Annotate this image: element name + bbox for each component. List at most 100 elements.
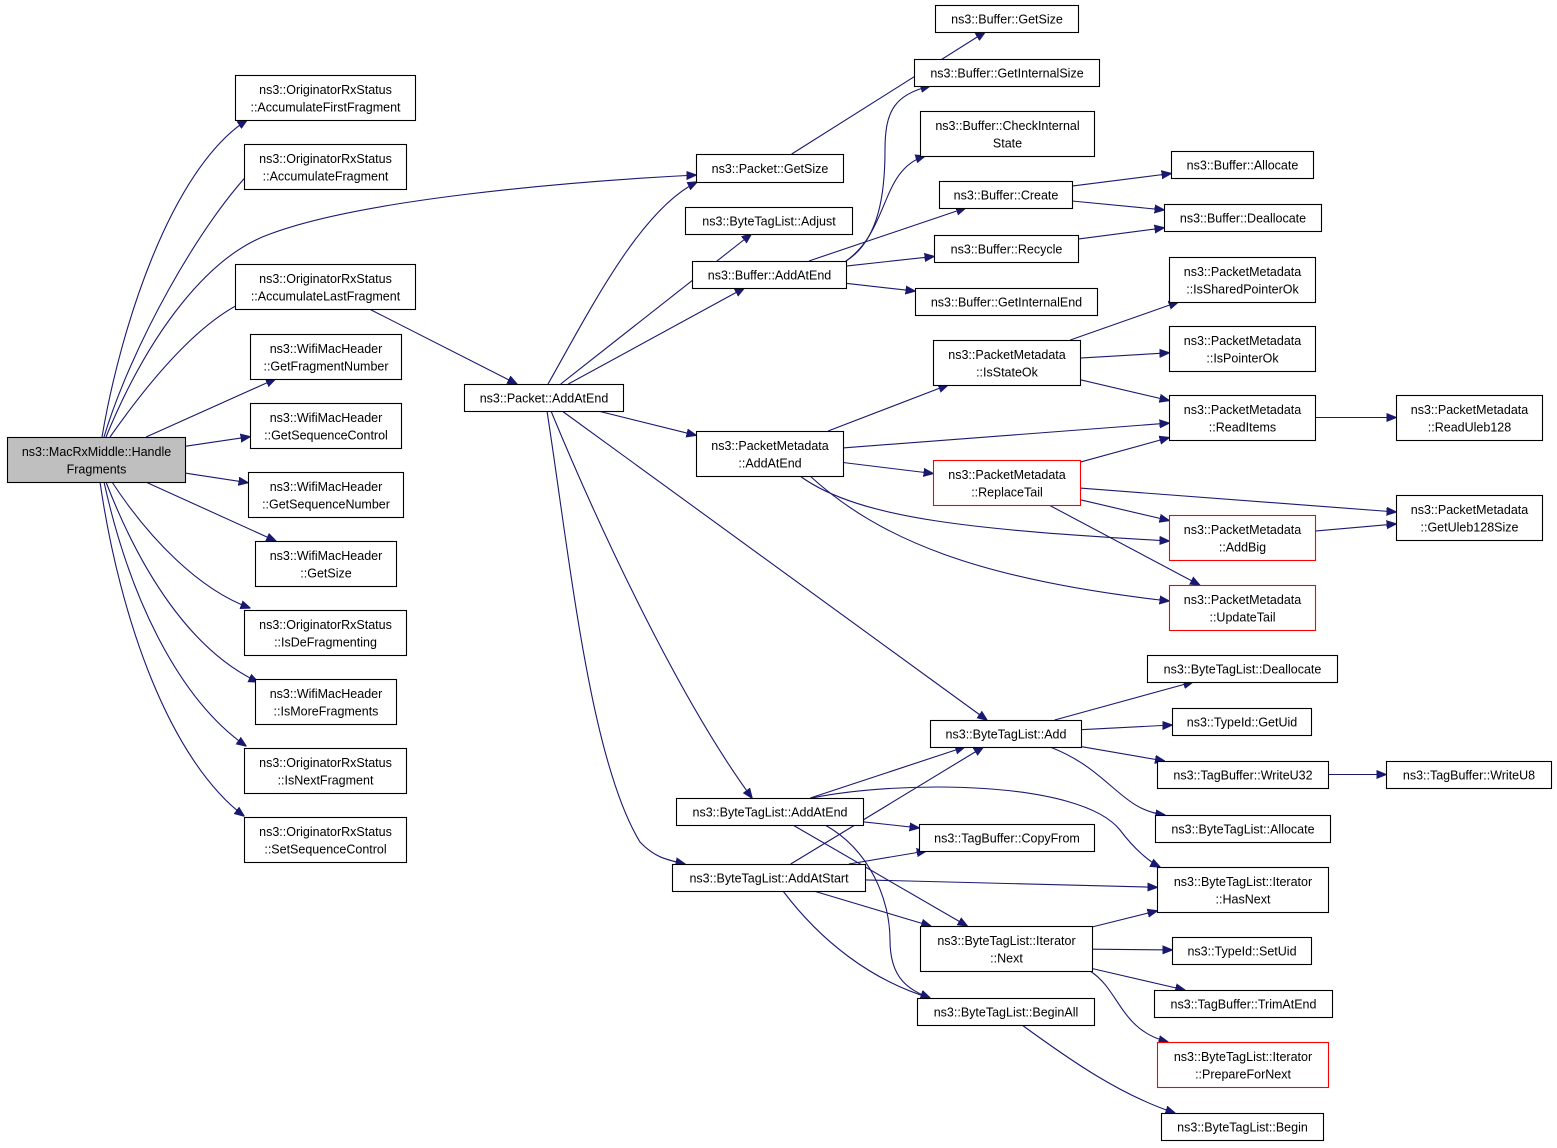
- node-label-line: State: [993, 136, 1022, 150]
- node-tb-write-u8[interactable]: ns3::TagBuffer::WriteU8: [1385, 760, 1553, 790]
- node-buf-allocate[interactable]: ns3::Buffer::Allocate: [1170, 150, 1315, 180]
- node-btl-add[interactable]: ns3::ByteTagList::Add: [929, 719, 1083, 749]
- edge-pm-is-state-ok-to-pm-is-shared: [1070, 302, 1178, 341]
- node-wmh-get-size[interactable]: ns3::WifiMacHeader::GetSize: [254, 540, 398, 588]
- node-box: [1171, 936, 1313, 966]
- node-pm-is-pointer[interactable]: ns3::PacketMetadata::IsPointerOk: [1168, 325, 1317, 373]
- edge-btl-iter-next-to-btl-iter-prep: [1089, 970, 1168, 1042]
- node-is-defrag[interactable]: ns3::OriginatorRxStatus::IsDeFragmenting: [243, 609, 408, 657]
- edge-pm-is-state-ok-to-pm-read-items: [1079, 379, 1169, 401]
- node-box: [463, 383, 625, 413]
- node-label-line: ns3::ByteTagList::Allocate: [1171, 823, 1314, 837]
- node-pm-get-uleb-size[interactable]: ns3::PacketMetadata::GetUleb128Size: [1395, 494, 1544, 542]
- node-buf-get-int-end[interactable]: ns3::Buffer::GetInternalEnd: [914, 287, 1099, 317]
- node-tid-set-uid[interactable]: ns3::TypeId::SetUid: [1171, 936, 1313, 966]
- node-pm-add-big[interactable]: ns3::PacketMetadata::AddBig: [1168, 514, 1317, 562]
- node-box: [6, 436, 187, 484]
- node-btl-iter-next[interactable]: ns3::ByteTagList::Iterator::Next: [919, 925, 1094, 973]
- node-label-line: ns3::WifiMacHeader: [270, 411, 383, 425]
- node-box: [918, 823, 1096, 853]
- node-label-line: ns3::PacketMetadata: [711, 439, 828, 453]
- node-label-line: ::IsDeFragmenting: [274, 635, 377, 649]
- node-is-more-frag[interactable]: ns3::WifiMacHeader::IsMoreFragments: [254, 678, 398, 726]
- node-btl-begin-all[interactable]: ns3::ByteTagList::BeginAll: [916, 997, 1096, 1027]
- node-box: [243, 143, 408, 191]
- edge-pm-replace-tail-to-pm-read-items: [1079, 438, 1169, 463]
- node-box: [691, 260, 848, 290]
- node-buf-dealloc[interactable]: ns3::Buffer::Deallocate: [1163, 203, 1323, 233]
- node-box: [1395, 494, 1544, 542]
- node-box: [1168, 514, 1317, 562]
- node-get-seq-ctrl[interactable]: ns3::WifiMacHeader::GetSequenceControl: [249, 402, 403, 450]
- node-label-line: ::AccumulateFirstFragment: [250, 100, 401, 114]
- node-tb-trim-at-end[interactable]: ns3::TagBuffer::TrimAtEnd: [1153, 989, 1334, 1019]
- node-set-seq-ctrl[interactable]: ns3::OriginatorRxStatus::SetSequenceCont…: [243, 816, 408, 864]
- node-pm-replace-tail[interactable]: ns3::PacketMetadata::ReplaceTail: [932, 459, 1082, 507]
- node-pm-read-uleb[interactable]: ns3::PacketMetadata::ReadUleb128: [1395, 394, 1544, 442]
- node-buf-get-size[interactable]: ns3::Buffer::GetSize: [934, 4, 1080, 34]
- node-acc-first[interactable]: ns3::OriginatorRxStatus::AccumulateFirst…: [234, 74, 417, 122]
- node-box: [1146, 654, 1339, 684]
- node-btl-add-at-end[interactable]: ns3::ByteTagList::AddAtEnd: [675, 797, 865, 827]
- node-btl-iter-has-next[interactable]: ns3::ByteTagList::Iterator::HasNext: [1156, 866, 1330, 914]
- node-btl-begin[interactable]: ns3::ByteTagList::Begin: [1160, 1112, 1325, 1142]
- edge-pkt-add-at-end-to-btl-add-at-end: [550, 410, 752, 798]
- node-box: [243, 816, 408, 864]
- node-label-line: ::GetSequenceNumber: [262, 497, 390, 511]
- edge-btl-add-at-end-to-btl-iter-has-next: [811, 786, 1160, 867]
- edge-root-to-pkt-get-size: [105, 175, 696, 438]
- node-box: [932, 339, 1082, 387]
- node-label-line: ns3::WifiMacHeader: [270, 549, 383, 563]
- edge-pm-add-at-end-to-pm-read-items: [842, 423, 1169, 449]
- node-pm-is-shared[interactable]: ns3::PacketMetadata::IsSharedPointerOk: [1168, 256, 1317, 304]
- node-acc-frag[interactable]: ns3::OriginatorRxStatus::AccumulateFragm…: [243, 143, 408, 191]
- node-box: [243, 747, 408, 795]
- node-btl-allocate[interactable]: ns3::ByteTagList::Allocate: [1154, 814, 1332, 844]
- node-pkt-add-at-end[interactable]: ns3::Packet::AddAtEnd: [463, 383, 625, 413]
- node-box: [675, 797, 865, 827]
- node-label-line: ns3::OriginatorRxStatus: [259, 83, 392, 97]
- node-label-line: ns3::OriginatorRxStatus: [259, 152, 392, 166]
- node-pm-add-at-end[interactable]: ns3::PacketMetadata::AddAtEnd: [695, 430, 845, 478]
- edge-root-to-is-more-frag: [105, 481, 258, 682]
- node-get-seq-num[interactable]: ns3::WifiMacHeader::GetSequenceNumber: [247, 471, 405, 519]
- node-label-line: ns3::ByteTagList::Add: [946, 728, 1067, 742]
- node-buf-create[interactable]: ns3::Buffer::Create: [938, 180, 1074, 210]
- edge-root-to-get-seq-ctrl: [184, 437, 250, 447]
- node-label-line: ns3::ByteTagList::Iterator: [937, 934, 1075, 948]
- node-btl-add-at-start[interactable]: ns3::ByteTagList::AddAtStart: [671, 863, 867, 893]
- node-btl-adjust[interactable]: ns3::ByteTagList::Adjust: [684, 206, 854, 236]
- node-label-line: ns3::Buffer::Deallocate: [1180, 212, 1306, 226]
- node-tb-write-u32[interactable]: ns3::TagBuffer::WriteU32: [1156, 760, 1330, 790]
- node-label-line: ns3::PacketMetadata: [1184, 523, 1301, 537]
- node-tid-get-uid[interactable]: ns3::TypeId::GetUid: [1171, 707, 1313, 737]
- node-buf-add-at-end[interactable]: ns3::Buffer::AddAtEnd: [691, 260, 848, 290]
- edge-pm-add-at-end-to-pm-replace-tail: [842, 461, 933, 474]
- node-pkt-get-size[interactable]: ns3::Packet::GetSize: [695, 153, 845, 184]
- node-buf-get-int-size[interactable]: ns3::Buffer::GetInternalSize: [913, 58, 1101, 88]
- node-tb-copy-from[interactable]: ns3::TagBuffer::CopyFrom: [918, 823, 1096, 853]
- nodes-layer: ns3::MacRxMiddle::HandleFragmentsns3::Or…: [6, 4, 1553, 1142]
- node-label-line: ::IsStateOk: [976, 365, 1039, 379]
- node-box: [933, 234, 1080, 264]
- node-pm-update-tail[interactable]: ns3::PacketMetadata::UpdateTail: [1168, 584, 1317, 632]
- node-label-line: ::IsSharedPointerOk: [1186, 282, 1299, 296]
- node-label-line: ns3::TypeId::SetUid: [1187, 945, 1296, 959]
- node-btl-dealloc[interactable]: ns3::ByteTagList::Deallocate: [1146, 654, 1339, 684]
- node-get-frag-num[interactable]: ns3::WifiMacHeader::GetFragmentNumber: [249, 333, 403, 381]
- edge-btl-add-at-start-to-btl-iter-next: [813, 890, 931, 926]
- node-acc-last[interactable]: ns3::OriginatorRxStatus::AccumulateLastF…: [234, 263, 417, 311]
- edge-root-to-get-seq-num: [184, 472, 248, 483]
- node-is-next-frag[interactable]: ns3::OriginatorRxStatus::IsNextFragment: [243, 747, 408, 795]
- node-pm-is-state-ok[interactable]: ns3::PacketMetadata::IsStateOk: [932, 339, 1082, 387]
- node-label-line: ns3::OriginatorRxStatus: [259, 618, 392, 632]
- node-pm-read-items[interactable]: ns3::PacketMetadata::ReadItems: [1168, 394, 1317, 442]
- node-label-line: ns3::PacketMetadata: [1411, 503, 1528, 517]
- node-box: [919, 110, 1096, 158]
- node-label-line: ns3::Buffer::Recycle: [951, 243, 1063, 257]
- node-btl-iter-prep[interactable]: ns3::ByteTagList::Iterator::PrepareForNe…: [1156, 1041, 1330, 1089]
- node-buf-recycle[interactable]: ns3::Buffer::Recycle: [933, 234, 1080, 264]
